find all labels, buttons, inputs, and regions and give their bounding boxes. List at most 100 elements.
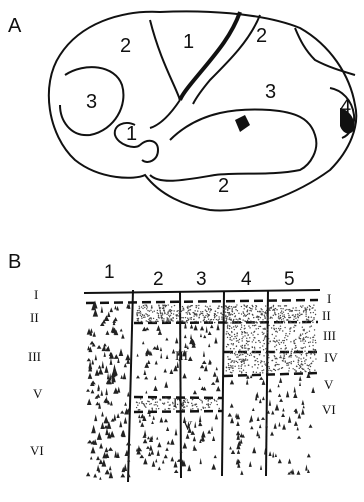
granule-dot — [225, 311, 226, 312]
granule-dot — [241, 306, 242, 307]
neuron-mark — [109, 465, 112, 470]
granule-dot — [232, 314, 233, 315]
granule-dot — [276, 344, 277, 345]
neuron-mark — [97, 432, 102, 440]
granule-dot — [280, 355, 281, 356]
neuron-mark — [301, 408, 305, 414]
granule-dot — [239, 352, 240, 353]
granule-dot — [206, 404, 207, 405]
granule-dot — [194, 404, 195, 405]
granule-dot — [242, 354, 243, 355]
granule-dot — [179, 320, 180, 321]
granule-dot — [246, 338, 247, 339]
granule-dot — [206, 311, 207, 312]
granule-dot — [240, 354, 241, 355]
granule-dot — [139, 402, 140, 403]
neuron-mark — [203, 351, 205, 357]
granule-dot — [229, 369, 230, 370]
neuron-mark — [309, 424, 313, 428]
granule-dot — [239, 370, 240, 371]
granule-dot — [148, 319, 149, 320]
granule-dot — [259, 347, 260, 348]
granule-dot — [189, 313, 190, 314]
neuron-mark — [184, 334, 187, 338]
column-labels: 1 2 3 4 5 — [104, 262, 295, 290]
granule-dot — [299, 310, 300, 311]
granule-dot — [205, 306, 206, 307]
granule-dot — [230, 348, 231, 349]
granule-dot — [185, 402, 186, 403]
granule-dot — [276, 320, 277, 321]
granule-dot — [229, 326, 230, 327]
granule-dot — [310, 312, 311, 313]
granule-dot — [254, 321, 255, 322]
neuron-mark — [147, 436, 150, 439]
granule-dot — [171, 313, 172, 314]
granule-dot — [310, 363, 311, 364]
granule-dot — [282, 360, 283, 361]
granule-dot — [239, 318, 240, 319]
granule-dot — [297, 320, 298, 321]
granule-dot — [160, 307, 161, 308]
layer-label: V — [33, 386, 43, 401]
granule-dot — [161, 317, 162, 318]
granule-dot — [214, 313, 215, 314]
neuron-mark — [216, 367, 218, 371]
granule-dot — [305, 337, 306, 338]
granule-dot — [282, 316, 283, 317]
neuron-mark — [156, 325, 160, 331]
granule-dot — [149, 311, 150, 312]
granule-dot — [249, 310, 250, 311]
neuron-mark — [311, 387, 315, 393]
granule-dot — [309, 364, 310, 365]
granule-dot — [231, 327, 232, 328]
granule-dot — [284, 340, 285, 341]
neuron-mark — [278, 394, 281, 397]
granule-dot — [246, 332, 247, 333]
granule-dot — [297, 350, 298, 351]
granule-dot — [262, 345, 263, 346]
neuron-mark — [167, 440, 170, 444]
granule-dot — [254, 364, 255, 365]
granule-dot — [311, 325, 312, 326]
granule-dot — [158, 313, 159, 314]
granule-dot — [268, 354, 269, 355]
granule-dot — [252, 305, 253, 306]
granule-dot — [255, 328, 256, 329]
granule-dot — [174, 305, 175, 306]
neuron-mark — [250, 415, 254, 422]
neuron-mark — [155, 458, 157, 462]
granule-dot — [209, 404, 210, 405]
neuron-mark — [297, 436, 301, 439]
neuron-mark — [120, 328, 123, 331]
granule-dot — [226, 331, 227, 332]
neuron-mark — [144, 376, 148, 379]
granule-dot — [224, 320, 225, 321]
neuron-mark — [143, 458, 147, 464]
layer-label: III — [323, 328, 336, 343]
granule-dot — [287, 351, 288, 352]
granule-dot — [245, 360, 246, 361]
granule-dot — [251, 310, 252, 311]
neuron-mark — [200, 333, 202, 337]
granule-dot — [211, 402, 212, 403]
granule-dot — [195, 305, 196, 306]
granule-dot — [229, 352, 230, 353]
granule-dot — [159, 399, 160, 400]
neuron-mark — [91, 389, 95, 393]
granule-dot — [208, 400, 209, 401]
granule-dot — [255, 324, 256, 325]
neuron-mark — [93, 473, 97, 477]
granule-dot — [288, 364, 289, 365]
neuron-mark — [86, 389, 90, 392]
granule-dot — [308, 316, 309, 317]
granule-dot — [302, 327, 303, 328]
granule-dot — [278, 317, 279, 318]
granule-dot — [273, 305, 274, 306]
granule-dot — [287, 335, 288, 336]
neuron-mark — [86, 472, 90, 476]
column-label: 4 — [241, 269, 252, 290]
granule-dot — [300, 358, 301, 359]
granule-dot — [294, 369, 295, 370]
granule-dot — [267, 370, 268, 371]
